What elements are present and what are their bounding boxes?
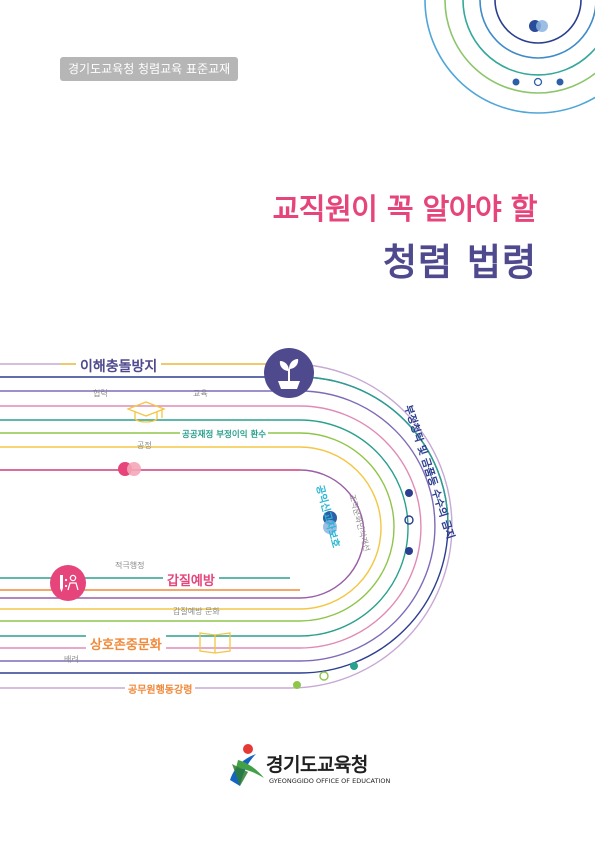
top-row-dot bbox=[512, 78, 520, 86]
topic-public-finance: 공공재정 부정이익 환수 bbox=[180, 428, 269, 440]
topic-power-abuse: 갑질예방 bbox=[163, 570, 219, 589]
keyword-cooperation: 협력 bbox=[93, 389, 108, 398]
arc-dot bbox=[405, 547, 413, 555]
graduation-cap-icon bbox=[126, 401, 166, 423]
top-row-dot bbox=[556, 78, 564, 86]
topic-code-of-conduct: 공무원행동강령 bbox=[125, 681, 196, 696]
arc-ring-green bbox=[319, 671, 329, 681]
logo-name-ko: 경기도교육청 bbox=[266, 754, 368, 776]
topic-conflict-of-interest: 이해충돌방지 bbox=[76, 356, 162, 376]
arc-dot bbox=[405, 489, 413, 497]
series-badge: 경기도교육청 청렴교육 표준교재 bbox=[60, 57, 239, 81]
sprout-icon bbox=[264, 348, 314, 398]
logo-name-en: GYEONGGIDO OFFICE OF EDUCATION bbox=[269, 777, 391, 785]
topic-mutual-respect: 상호존중문화 bbox=[86, 634, 166, 653]
ring-dots-icon-light bbox=[323, 520, 337, 534]
arc-dot-green bbox=[293, 681, 301, 689]
logo-mark-icon bbox=[230, 744, 264, 786]
title-line1: 교직원이 꼭 알아야 할 bbox=[272, 192, 538, 226]
book-icon bbox=[199, 632, 231, 654]
arc-ring bbox=[404, 515, 414, 525]
pen-person-icon bbox=[50, 565, 86, 601]
top-row-ring bbox=[533, 77, 543, 87]
dots-pair-icon-light bbox=[127, 462, 141, 476]
gyeonggi-education-logo: 경기도교육청 GYEONGGIDO OFFICE OF EDUCATION bbox=[226, 742, 390, 788]
arc-dot-teal bbox=[350, 662, 358, 670]
top-dot-light bbox=[536, 20, 548, 32]
keyword-fairness: 공정 bbox=[137, 441, 152, 450]
keyword-consideration: 배려 bbox=[64, 655, 79, 664]
keyword-active-admin: 적극행정 bbox=[115, 561, 145, 570]
keyword-education: 교육 bbox=[193, 389, 208, 398]
ribbon-lines bbox=[0, 363, 453, 689]
top-right-arcs bbox=[424, 0, 595, 114]
keyword-power-abuse-culture: 갑질예방 문화 bbox=[173, 607, 220, 616]
title-line2: 청렴 법령 bbox=[382, 241, 537, 284]
